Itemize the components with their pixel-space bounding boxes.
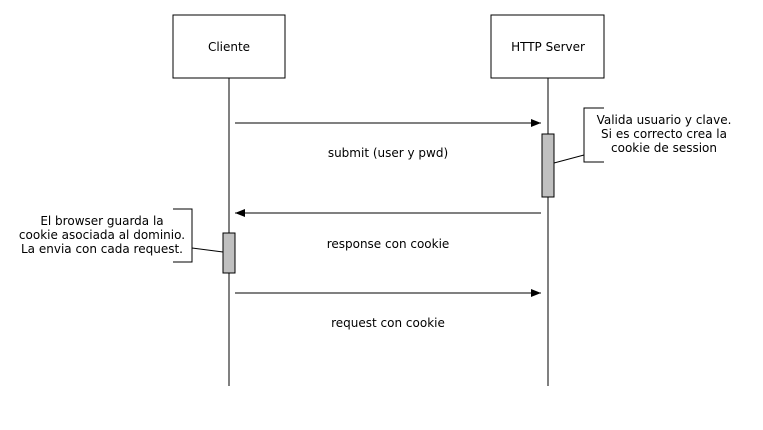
note-client: El browser guarda la cookie asociada al … <box>19 208 224 263</box>
note-server-line-1: Valida usuario y clave. <box>597 113 732 127</box>
note-server-line-3: cookie de session <box>611 141 717 155</box>
message-submit: submit (user y pwd) <box>235 119 541 160</box>
note-server: Valida usuario y clave. Si es correcto c… <box>553 107 732 164</box>
note-client-line-1: El browser guarda la <box>40 214 163 228</box>
note-client-line-2: cookie asociada al dominio. <box>19 228 185 242</box>
note-client-line-3: La envia con cada request. <box>21 242 183 256</box>
participant-label-cliente: Cliente <box>208 40 250 54</box>
note-server-bracket <box>583 107 604 163</box>
activation-server <box>541 133 555 198</box>
note-client-bracket <box>173 208 193 263</box>
message-submit-label: submit (user y pwd) <box>328 146 448 160</box>
participant-http-server: HTTP Server <box>490 14 605 79</box>
message-response: response con cookie <box>235 209 541 251</box>
message-request: request con cookie <box>235 289 541 330</box>
note-server-line-2: Si es correcto crea la <box>601 127 727 141</box>
note-server-connector <box>553 154 585 164</box>
participant-label-http-server: HTTP Server <box>511 40 585 54</box>
activation-client <box>222 232 236 274</box>
message-request-label: request con cookie <box>331 316 445 330</box>
participant-cliente: Cliente <box>172 14 286 79</box>
note-client-connector <box>191 247 224 253</box>
message-response-label: response con cookie <box>327 237 450 251</box>
